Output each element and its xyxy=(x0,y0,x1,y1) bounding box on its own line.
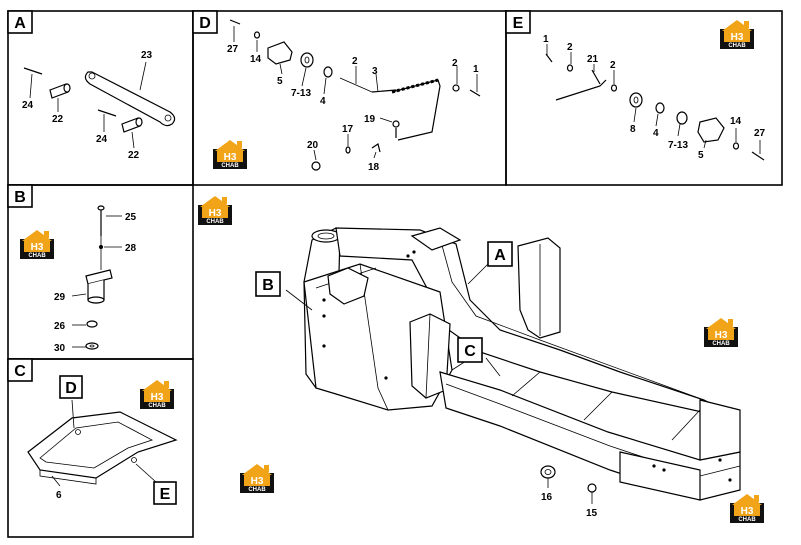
watermark-logo: H3 CHAB xyxy=(213,140,247,169)
svg-text:CHAB: CHAB xyxy=(728,43,746,49)
svg-text:H3: H3 xyxy=(715,330,728,341)
svg-text:H3: H3 xyxy=(31,242,44,253)
part-label-2: 2 xyxy=(452,58,458,69)
panel-A-tab: A xyxy=(7,10,33,34)
part-label-26: 26 xyxy=(54,321,66,332)
part-label-29: 29 xyxy=(54,292,66,303)
watermark-logo: H3 CHAB xyxy=(198,196,232,225)
part-label-25: 25 xyxy=(125,212,137,223)
part-label-14: 14 xyxy=(730,116,742,127)
watermark-logo: H3 CHAB xyxy=(240,464,274,493)
part-label-4: 4 xyxy=(653,128,659,139)
panel-D-drawing: 27 14 5 7-13 4 2 3 2 1 19 17 20 18 xyxy=(227,19,481,173)
part-label-1: 1 xyxy=(473,64,479,75)
part-label-16: 16 xyxy=(541,492,553,503)
watermark-logo: H3 CHAB xyxy=(730,494,764,523)
svg-text:B: B xyxy=(262,277,274,294)
part-label-2: 2 xyxy=(567,42,573,53)
part-label-24: 24 xyxy=(96,134,108,145)
svg-text:H3: H3 xyxy=(224,152,237,163)
panel-D-tab: D xyxy=(192,10,218,34)
svg-text:C: C xyxy=(464,343,476,360)
svg-text:E: E xyxy=(513,15,524,32)
part-label-19: 19 xyxy=(364,114,376,125)
callout-D: D xyxy=(59,375,83,399)
part-label-2: 2 xyxy=(610,60,616,71)
part-label-18: 18 xyxy=(368,162,380,173)
watermark-logo: H3 CHAB xyxy=(720,20,754,49)
part-label-4: 4 xyxy=(320,96,326,107)
svg-text:CHAB: CHAB xyxy=(221,163,239,169)
part-label-7-13: 7-13 xyxy=(668,140,688,151)
panel-C-drawing: 6 D E xyxy=(27,375,178,505)
part-label-27: 27 xyxy=(754,128,766,139)
part-label-21: 21 xyxy=(587,54,599,65)
part-label-24: 24 xyxy=(22,100,34,111)
svg-text:A: A xyxy=(494,247,506,264)
watermark-logo: H3 CHAB xyxy=(704,318,738,347)
svg-text:CHAB: CHAB xyxy=(28,253,46,259)
panel-B-drawing: 25 28 29 26 30 xyxy=(54,205,137,354)
svg-text:CHAB: CHAB xyxy=(206,219,224,225)
svg-text:H3: H3 xyxy=(209,208,222,219)
svg-text:A: A xyxy=(14,15,26,32)
panel-E-drawing: 1 2 21 2 8 4 7-13 5 14 27 xyxy=(543,34,766,161)
part-label-15: 15 xyxy=(586,508,598,519)
svg-text:D: D xyxy=(65,380,77,397)
svg-text:H3: H3 xyxy=(731,32,744,43)
part-label-14: 14 xyxy=(250,54,262,65)
svg-text:H3: H3 xyxy=(151,392,164,403)
callout-C-main: C xyxy=(457,337,483,363)
svg-text:E: E xyxy=(160,486,171,503)
part-label-8: 8 xyxy=(630,124,636,135)
svg-text:CHAB: CHAB xyxy=(248,487,266,493)
panel-B-tab: B xyxy=(7,184,33,208)
part-label-3: 3 xyxy=(372,66,378,77)
part-label-1: 1 xyxy=(543,34,549,45)
part-label-20: 20 xyxy=(307,140,319,151)
part-label-22: 22 xyxy=(128,150,140,161)
svg-text:B: B xyxy=(14,189,26,206)
svg-text:H3: H3 xyxy=(251,476,264,487)
part-label-27: 27 xyxy=(227,44,239,55)
panel-A-drawing: 23 24 22 24 22 xyxy=(22,50,176,161)
part-label-6: 6 xyxy=(56,490,62,501)
panel-E-tab: E xyxy=(505,10,531,34)
svg-text:H3: H3 xyxy=(741,506,754,517)
svg-text:CHAB: CHAB xyxy=(148,403,166,409)
callout-E: E xyxy=(153,481,177,505)
callout-A-main: A xyxy=(487,241,513,267)
part-label-2: 2 xyxy=(352,56,358,67)
panel-C-tab: C xyxy=(7,358,33,382)
watermark-logo: H3 CHAB xyxy=(20,230,54,259)
svg-text:CHAB: CHAB xyxy=(712,341,730,347)
svg-text:CHAB: CHAB xyxy=(738,517,756,523)
callout-B-main: B xyxy=(255,271,281,297)
part-label-23: 23 xyxy=(141,50,153,61)
part-label-22: 22 xyxy=(52,114,64,125)
part-label-17: 17 xyxy=(342,124,354,135)
part-label-7-13: 7-13 xyxy=(291,88,311,99)
part-label-30: 30 xyxy=(54,343,66,354)
watermark-logo: H3 CHAB xyxy=(140,380,174,409)
svg-text:C: C xyxy=(14,363,26,380)
part-label-5: 5 xyxy=(698,150,704,161)
svg-text:D: D xyxy=(199,15,211,32)
panel-frames xyxy=(7,10,783,538)
main-frame-drawing: B A C 16 15 xyxy=(255,227,741,519)
part-label-5: 5 xyxy=(277,76,283,87)
part-label-28: 28 xyxy=(125,243,137,254)
